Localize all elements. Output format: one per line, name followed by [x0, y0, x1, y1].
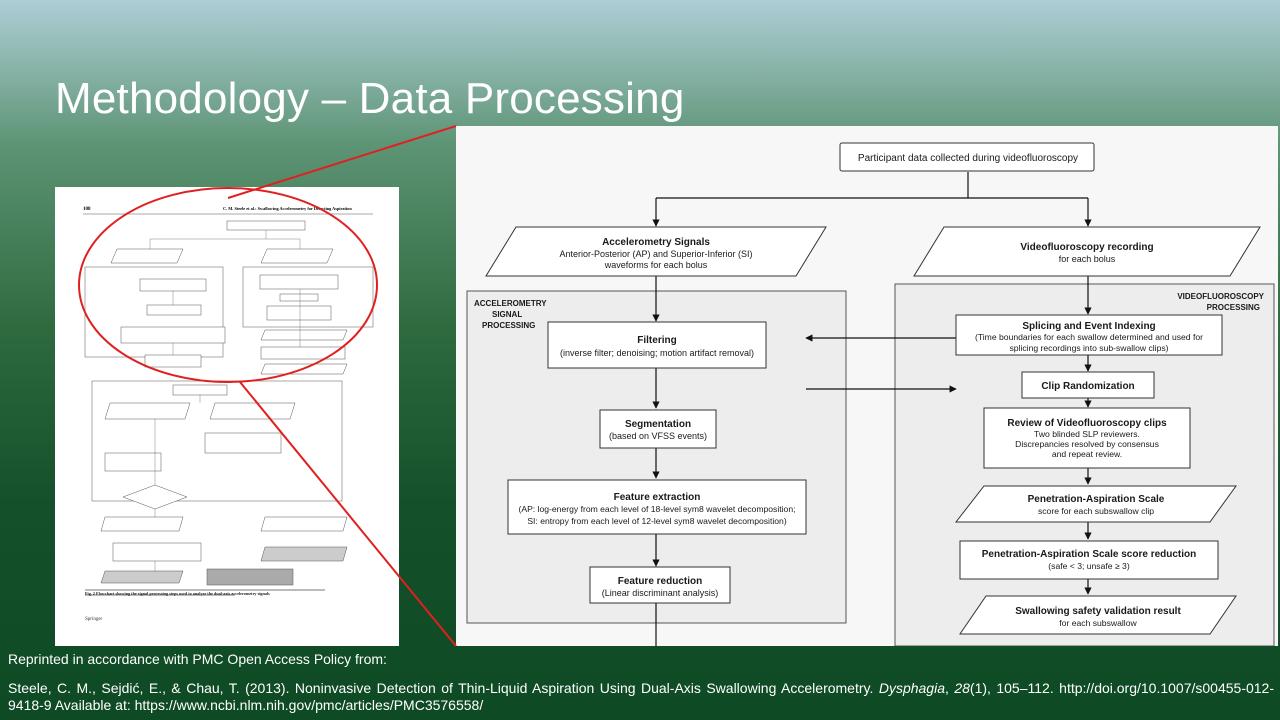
feature-reduction-sub: (Linear discriminant analysis)	[602, 588, 719, 598]
feature-reduction-box	[589, 566, 731, 604]
splicing-line3: splicing recordings into sub-swallow cli…	[1009, 343, 1168, 353]
safety-result-box	[959, 595, 1237, 635]
thumbnail-flowchart-graphic: 108 C. M. Steele et al.: Swallowing Acce…	[83, 206, 374, 622]
accel-signals-title: Accelerometry Signals	[602, 237, 710, 248]
review-box	[983, 407, 1191, 469]
feature-extraction-title: Feature extraction	[614, 492, 701, 503]
accel-region-label-2: SIGNAL	[492, 310, 522, 319]
segmentation-title: Segmentation	[625, 419, 691, 430]
safety-result-title: Swallowing safety validation result	[1015, 606, 1181, 617]
accel-region-label-1: ACCELEROMETRY	[474, 299, 547, 308]
video-recording-title: Videofluoroscopy recording	[1020, 242, 1153, 253]
citation-issue-pages: (1), 105–112.	[969, 680, 1054, 696]
video-recording-sub: for each bolus	[1059, 254, 1116, 264]
safety-result-sub: for each subswallow	[1059, 618, 1137, 628]
thumb-publisher: Springer	[85, 617, 103, 622]
splicing-line2: (Time boundaries for each swallow determ…	[975, 332, 1203, 342]
pas-reduction-box	[959, 540, 1219, 580]
thumb-page-number: 108	[83, 207, 91, 212]
pas-title: Penetration-Aspiration Scale	[1028, 494, 1165, 505]
feature-extraction-line3: SI: entropy from each level of 12-level …	[527, 516, 787, 526]
feature-extraction-box	[507, 479, 807, 535]
video-recording-box	[913, 226, 1261, 277]
flowchart-zoom-panel: Participant data collected during videof…	[456, 126, 1278, 646]
clip-randomization-box	[1021, 371, 1155, 399]
participant-data-box	[839, 142, 1095, 172]
pas-box	[954, 485, 1237, 523]
feature-reduction-title: Feature reduction	[618, 576, 702, 587]
video-region-label-2: PROCESSING	[1207, 303, 1260, 312]
accel-signals-line3: waveforms for each bolus	[604, 260, 708, 270]
participant-data-label: Participant data collected during videof…	[858, 153, 1078, 164]
splicing-box	[955, 314, 1223, 356]
review-line2: Two blinded SLP reviewers.	[1034, 429, 1140, 439]
filtering-title: Filtering	[637, 335, 676, 346]
citation-volume: 28	[954, 680, 970, 696]
accel-signals-box	[485, 226, 827, 277]
reprint-notice: Reprinted in accordance with PMC Open Ac…	[8, 651, 387, 667]
filtering-sub: (inverse filter; denoising; motion artif…	[560, 348, 754, 358]
review-line4: and repeat review.	[1052, 449, 1122, 459]
thumb-figure-caption: Fig. 2 Flowchart showing the signal proc…	[85, 591, 270, 596]
accel-region-label-3: PROCESSING	[482, 321, 535, 330]
journal-page-thumbnail: 108 C. M. Steele et al.: Swallowing Acce…	[55, 187, 399, 646]
segmentation-sub: (based on VFSS events)	[609, 431, 707, 441]
filtering-box	[547, 321, 767, 369]
review-line3: Discrepancies resolved by consensus	[1015, 439, 1159, 449]
flowchart-diagram: Participant data collected during videof…	[466, 142, 1275, 646]
slide-title: Methodology – Data Processing	[55, 74, 685, 123]
accel-signals-line2: Anterior-Posterior (AP) and Superior-Inf…	[559, 249, 752, 259]
pas-reduction-sub: (safe < 3; unsafe ≥ 3)	[1048, 561, 1130, 571]
feature-extraction-line2: (AP: log-energy from each level of 18-le…	[518, 504, 795, 514]
review-title: Review of Videofluoroscopy clips	[1007, 418, 1167, 429]
citation: Steele, C. M., Sejdić, E., & Chau, T. (2…	[8, 680, 1274, 713]
citation-authors-title: Steele, C. M., Sejdić, E., & Chau, T. (2…	[8, 680, 874, 696]
pas-reduction-title: Penetration-Aspiration Scale score reduc…	[982, 549, 1197, 560]
citation-journal: Dysphagia	[878, 680, 945, 696]
thumb-running-head: C. M. Steele et al.: Swallowing Accelero…	[223, 206, 352, 211]
splicing-title: Splicing and Event Indexing	[1022, 321, 1155, 332]
segmentation-box	[599, 409, 717, 449]
video-region-label-1: VIDEOFLUOROSCOPY	[1177, 292, 1264, 301]
citation-links[interactable]: http://doi.org/10.1007/s00455-012-9418-9…	[8, 680, 1274, 713]
pas-sub: score for each subswallow clip	[1038, 506, 1154, 516]
clip-randomization-label: Clip Randomization	[1041, 381, 1134, 392]
